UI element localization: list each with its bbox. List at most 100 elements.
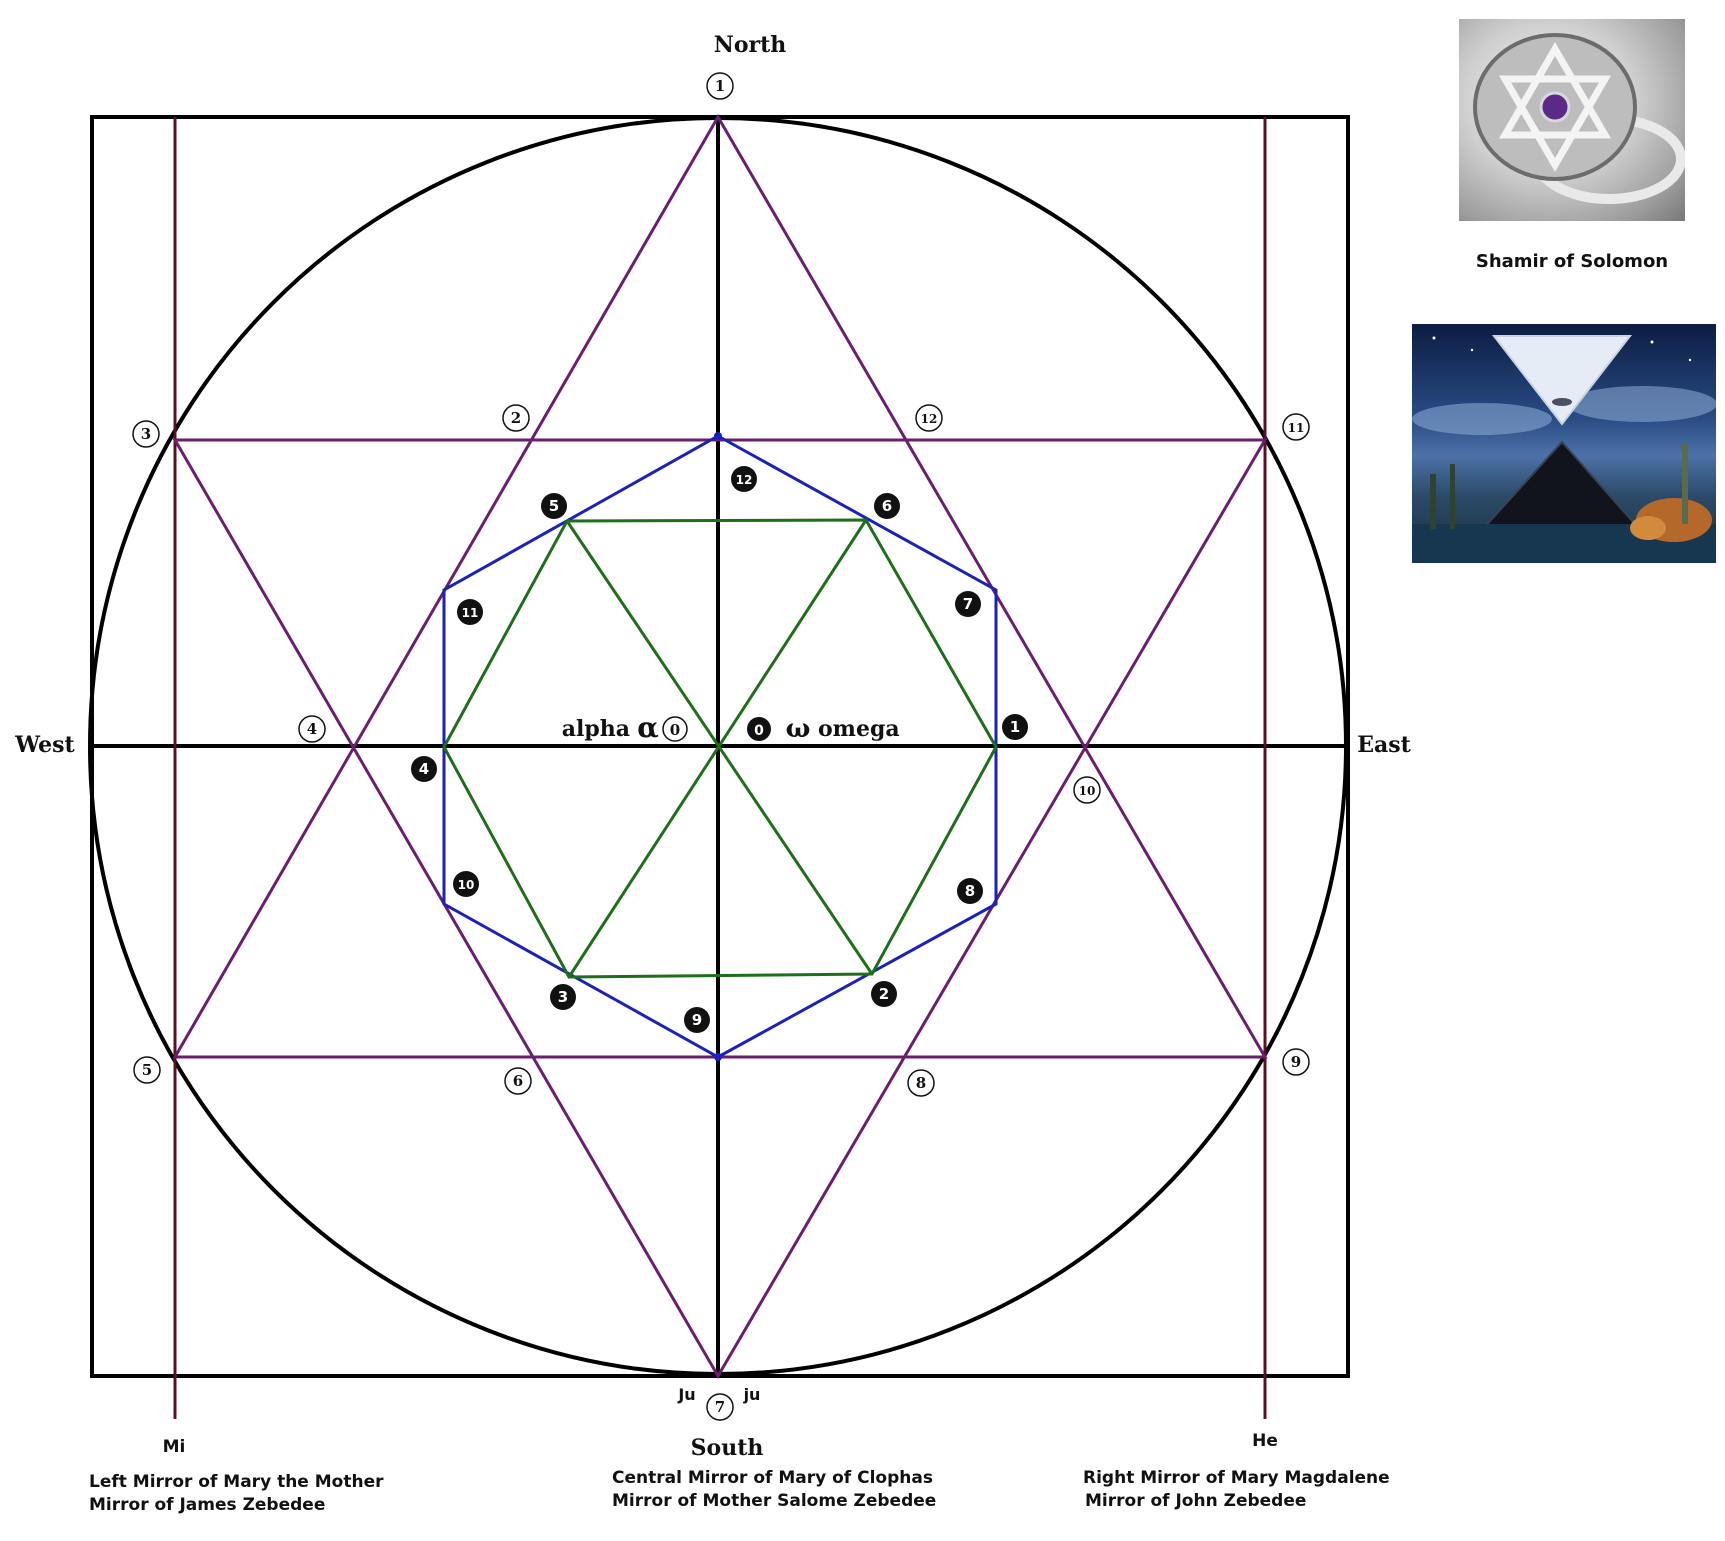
pyramid-painting — [1412, 324, 1716, 563]
outer-marker-label-1: 1 — [715, 77, 725, 95]
central-mirror-line2: Mirror of Mother Salome Zebedee — [612, 1491, 936, 1511]
inner-marker-circle-1 — [1002, 714, 1028, 740]
outer-marker-circle-9 — [1282, 1048, 1310, 1076]
inner-marker-2: 2 — [871, 981, 897, 1007]
ring-drawing — [1473, 33, 1685, 204]
tag-ju-right: ju — [743, 1385, 761, 1404]
omega-symbol: ω — [786, 714, 811, 744]
painting-star-1 — [1432, 336, 1436, 340]
outer-marker-8: 8 — [907, 1069, 935, 1097]
omega-label: omega — [818, 716, 900, 742]
outer-marker-7: 7 — [706, 1393, 734, 1421]
inner-marker-label-4: 4 — [419, 760, 429, 778]
inner-marker-12: 12 — [731, 466, 757, 492]
outer-marker-3: 3 — [132, 420, 160, 448]
inner-marker-label-2: 2 — [879, 985, 889, 1003]
inner-marker-circle-11 — [457, 599, 483, 625]
outer-marker-circle-8 — [907, 1069, 935, 1097]
outer-marker-circle-4 — [298, 715, 326, 743]
inner-marker-label-12: 12 — [736, 473, 753, 487]
outer-marker-10: 10 — [1073, 776, 1101, 804]
painting-star-3 — [1650, 340, 1654, 344]
outer-marker-label-12: 12 — [921, 412, 938, 426]
ring-image — [1459, 19, 1685, 221]
outer-marker-label-8: 8 — [916, 1074, 926, 1092]
label-south: South — [691, 1435, 764, 1461]
painting-tree-3 — [1682, 444, 1688, 524]
painting-tree-1 — [1430, 474, 1436, 529]
tag-he: He — [1252, 1431, 1278, 1451]
ring-star-down — [1498, 75, 1612, 172]
alpha-zero-marker: 0 — [662, 716, 688, 742]
inner-marker-circle-7 — [955, 591, 981, 617]
outer-marker-label-7: 7 — [715, 1398, 725, 1416]
inner-marker-circle-10 — [453, 871, 479, 897]
painting-pyramid — [1477, 440, 1645, 533]
inner-marker-label-11: 11 — [462, 606, 479, 620]
tag-mi: Mi — [163, 1437, 186, 1457]
inner-marker-circle-2 — [871, 981, 897, 1007]
outer-marker-label-11: 11 — [1288, 421, 1305, 435]
outer-marker-label-5: 5 — [142, 1061, 152, 1079]
label-north: North — [714, 32, 787, 58]
central-mirror-line1: Central Mirror of Mary of Clophas — [612, 1468, 933, 1488]
inner-marker-label-1: 1 — [1010, 718, 1020, 736]
inner-marker-11: 11 — [457, 599, 483, 625]
outer-marker-12: 12 — [915, 404, 943, 432]
svg-text:0: 0 — [754, 723, 764, 739]
outer-marker-1: 1 — [706, 72, 734, 100]
inner-marker-label-7: 7 — [963, 595, 973, 613]
ring-caption: Shamir of Solomon — [1475, 251, 1669, 272]
outer-marker-circle-1 — [706, 72, 734, 100]
painting-star-4 — [1688, 358, 1692, 362]
outer-marker-label-4: 4 — [307, 720, 317, 738]
inner-marker-8: 8 — [957, 878, 983, 904]
inner-marker-label-9: 9 — [692, 1011, 702, 1029]
inner-marker-4: 4 — [411, 756, 437, 782]
vertex-dot-top — [714, 432, 722, 440]
inner-marker-3: 3 — [550, 984, 576, 1010]
inner-marker-circle-4 — [411, 756, 437, 782]
outer-marker-circle-11 — [1282, 413, 1310, 441]
painting-cloud-1 — [1412, 403, 1552, 435]
painting-eye — [1552, 398, 1572, 406]
inner-marker-circle-5 — [541, 493, 567, 519]
outer-marker-2: 2 — [502, 404, 530, 432]
outer-marker-6: 6 — [504, 1067, 532, 1095]
svg-text:0: 0 — [670, 721, 680, 739]
label-west: West — [14, 732, 75, 758]
label-east: East — [1357, 732, 1411, 758]
inner-marker-7: 7 — [955, 591, 981, 617]
painting-rocks-2 — [1630, 516, 1666, 540]
right-mirror-line2: Mirror of John Zebedee — [1085, 1491, 1306, 1511]
painting-drawing — [1412, 335, 1716, 563]
outer-marker-circle-5 — [133, 1056, 161, 1084]
outer-marker-label-9: 9 — [1291, 1053, 1301, 1071]
inner-marker-circle-6 — [874, 493, 900, 519]
alpha-symbol: α — [637, 711, 659, 744]
tag-ju-left: Ju — [677, 1385, 695, 1404]
inner-marker-9: 9 — [684, 1007, 710, 1033]
inner-marker-1: 1 — [1002, 714, 1028, 740]
outer-marker-label-6: 6 — [513, 1072, 523, 1090]
outer-marker-circle-7 — [706, 1393, 734, 1421]
inner-marker-label-3: 3 — [558, 988, 568, 1006]
outer-marker-circle-10 — [1073, 776, 1101, 804]
inner-marker-label-8: 8 — [965, 882, 975, 900]
omega-zero-marker: 0 — [747, 717, 771, 741]
ring-gem — [1539, 91, 1571, 123]
outer-marker-5: 5 — [133, 1056, 161, 1084]
inner-marker-circle-8 — [957, 878, 983, 904]
inner-marker-circle-9 — [684, 1007, 710, 1033]
vertex-dot-bottom — [714, 1053, 722, 1061]
outer-marker-circle-2 — [502, 404, 530, 432]
painting-inverted-pyramid — [1491, 335, 1633, 426]
outer-marker-circle-6 — [504, 1067, 532, 1095]
outer-marker-circle-3 — [132, 420, 160, 448]
inner-marker-5: 5 — [541, 493, 567, 519]
inner-marker-circle-3 — [550, 984, 576, 1010]
painting-tree-2 — [1450, 464, 1455, 529]
